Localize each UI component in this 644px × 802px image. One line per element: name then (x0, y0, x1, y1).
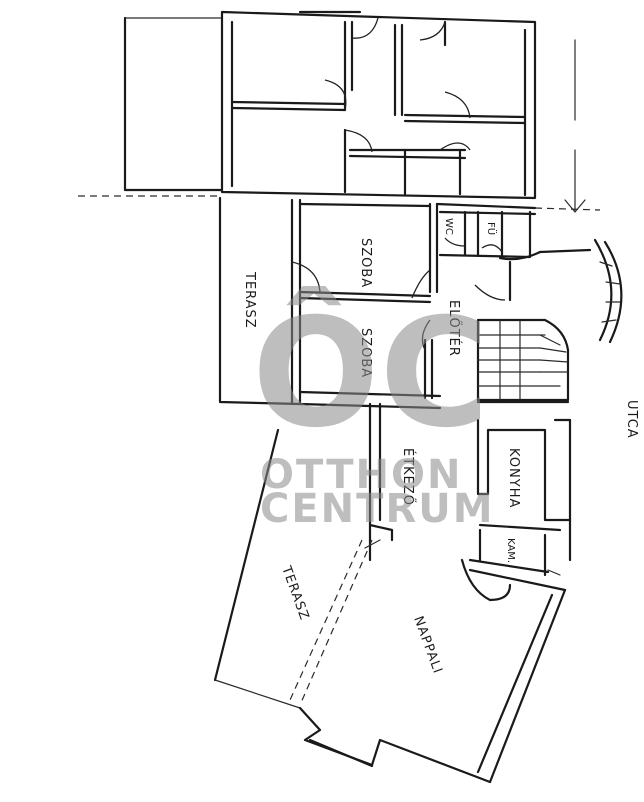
bedroom-wing (218, 196, 442, 410)
label-szoba-2: SZOBA (358, 328, 373, 378)
label-nappali: NAPPALI (410, 614, 445, 676)
label-utca: UTCA (624, 400, 639, 439)
label-etkezo: ÉTKEZŐ (400, 448, 416, 506)
label-konyha: KONYHA (506, 448, 521, 508)
living-wing (213, 402, 567, 784)
kitchen (460, 418, 572, 602)
watermark-logo: ÔC OTTHON CENTRUM (252, 286, 495, 532)
watermark-otthon: OTTHON (260, 452, 462, 498)
label-wc: WC (443, 218, 454, 235)
upper-building (123, 10, 586, 213)
label-fu: FÜ (485, 222, 498, 235)
label-kamra: KAM. (505, 538, 516, 563)
label-eloter: ELŐTÉR (446, 300, 462, 357)
label-terasz-lower: TERASZ (278, 563, 312, 622)
service-core (435, 202, 623, 344)
boundary-line-right (534, 207, 601, 211)
watermark-centrum: CENTRUM (260, 486, 495, 532)
label-terasz-upper: TERASZ (242, 271, 257, 329)
watermark-letters: ÔC (252, 286, 490, 461)
label-szoba-1: SZOBA (358, 238, 373, 288)
staircase (476, 318, 570, 404)
